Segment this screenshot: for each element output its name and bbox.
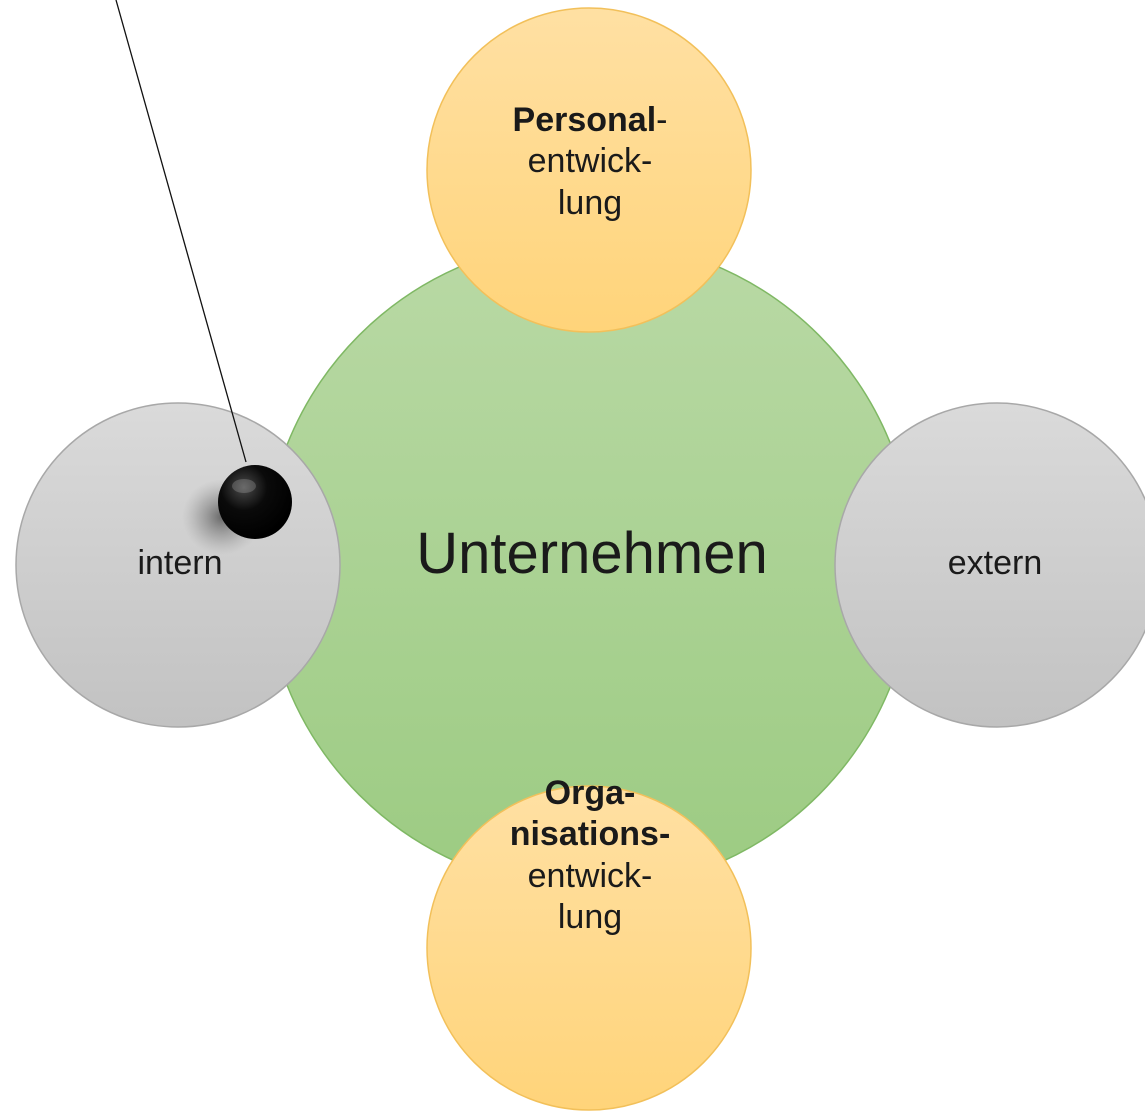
bottom-label-line1: Orga- bbox=[544, 774, 636, 812]
bottom-circle bbox=[426, 785, 752, 1111]
top-circle bbox=[426, 7, 752, 333]
right-circle bbox=[834, 402, 1145, 728]
pendulum-ball-icon bbox=[218, 465, 292, 539]
pendulum-string bbox=[115, 0, 247, 463]
bottom-label-line3: entwick- bbox=[527, 856, 653, 895]
pendulum-highlight bbox=[232, 479, 256, 493]
right-label: extern bbox=[947, 544, 1043, 582]
bottom-label-line4: lung bbox=[557, 898, 623, 937]
bottom-label-line2: nisations- bbox=[509, 815, 671, 854]
top-label-line2: entwick- bbox=[527, 142, 653, 181]
top-label: Personal- entwick- lung bbox=[445, 100, 735, 224]
top-label-line1: Personal- bbox=[512, 101, 668, 139]
top-label-line3: lung bbox=[557, 183, 623, 222]
bottom-label: Orga- nisations- entwick- lung bbox=[445, 773, 735, 939]
center-label: Unternehmen bbox=[416, 521, 768, 586]
left-label: intern bbox=[137, 544, 223, 582]
